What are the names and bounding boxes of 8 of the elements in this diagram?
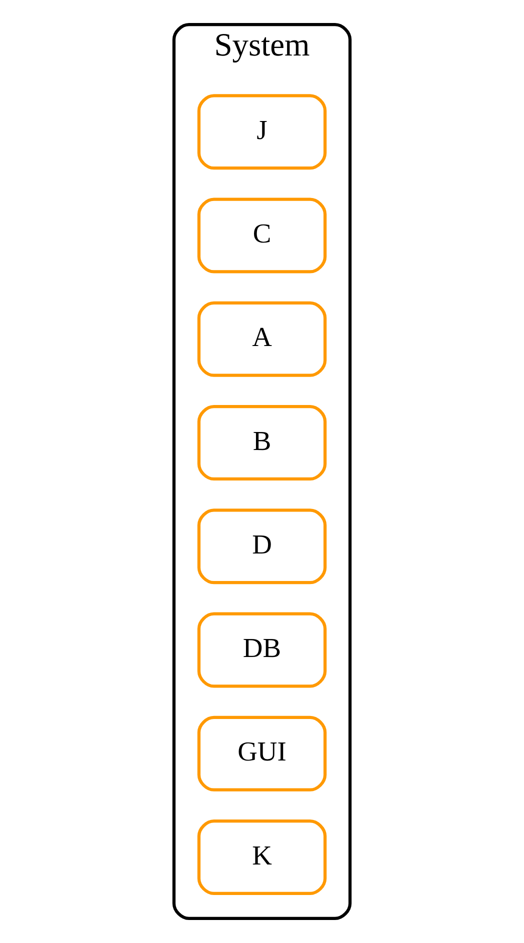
node-box: C	[197, 198, 327, 274]
node-box: D	[197, 508, 327, 584]
node-box: K	[197, 820, 327, 896]
node-box: GUI	[197, 716, 327, 792]
node-box: A	[197, 301, 327, 377]
node-box: B	[197, 405, 327, 481]
node-box: DB	[197, 612, 327, 688]
node-box: J	[197, 94, 327, 170]
